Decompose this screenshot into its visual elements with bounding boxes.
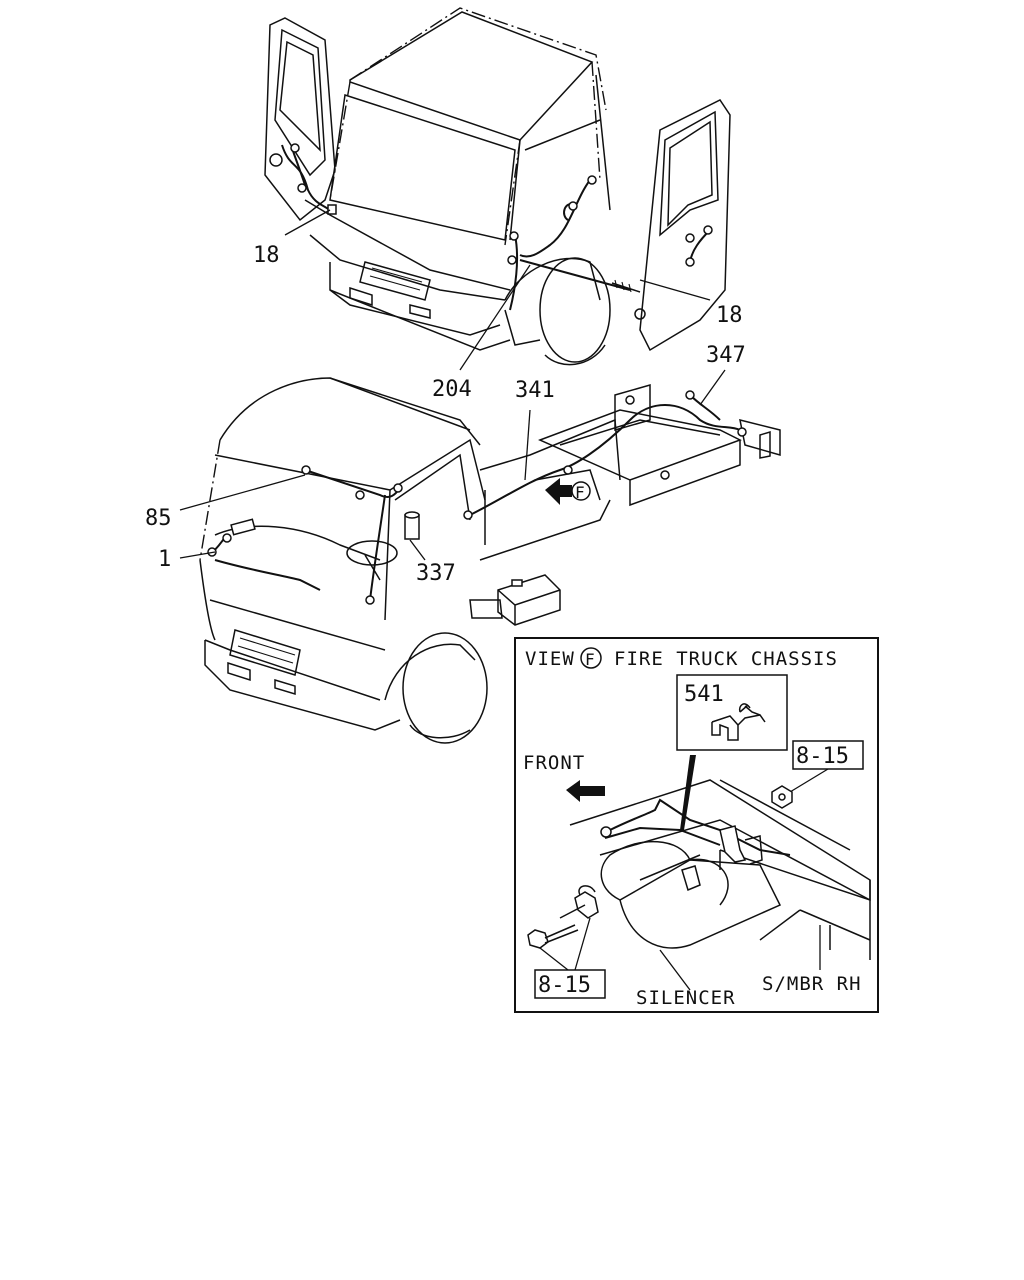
callout-leaders	[179, 209, 726, 561]
inset-view-f: VIEW F FIRE TRUCK CHASSIS 541 8-15 FRONT	[514, 637, 879, 1013]
callout-18-right: 18	[716, 303, 743, 328]
callout-341: 341	[515, 378, 555, 403]
callout-85: 85	[145, 506, 172, 531]
view-marker-f: F	[575, 483, 586, 502]
callout-347: 347	[706, 343, 746, 368]
callout-204: 204	[432, 377, 472, 402]
front-label: FRONT	[523, 752, 585, 774]
inset-title-prefix: VIEW	[525, 648, 575, 670]
silencer-label: SILENCER	[636, 987, 736, 1009]
ref-8-15-bottom: 8-15	[538, 973, 591, 998]
callout-337: 337	[416, 561, 456, 586]
lower-cab-drawing	[199, 377, 781, 744]
smbr-rh-label: S/MBR RH	[762, 973, 862, 995]
callout-18-left: 18	[253, 243, 280, 268]
callout-1: 1	[158, 547, 171, 572]
upper-cab-drawing	[264, 7, 731, 366]
ref-8-15-top: 8-15	[796, 744, 849, 769]
part-541-label: 541	[684, 682, 724, 707]
inset-title-text: FIRE TRUCK CHASSIS	[614, 648, 838, 670]
inset-title-marker: F	[585, 650, 596, 669]
